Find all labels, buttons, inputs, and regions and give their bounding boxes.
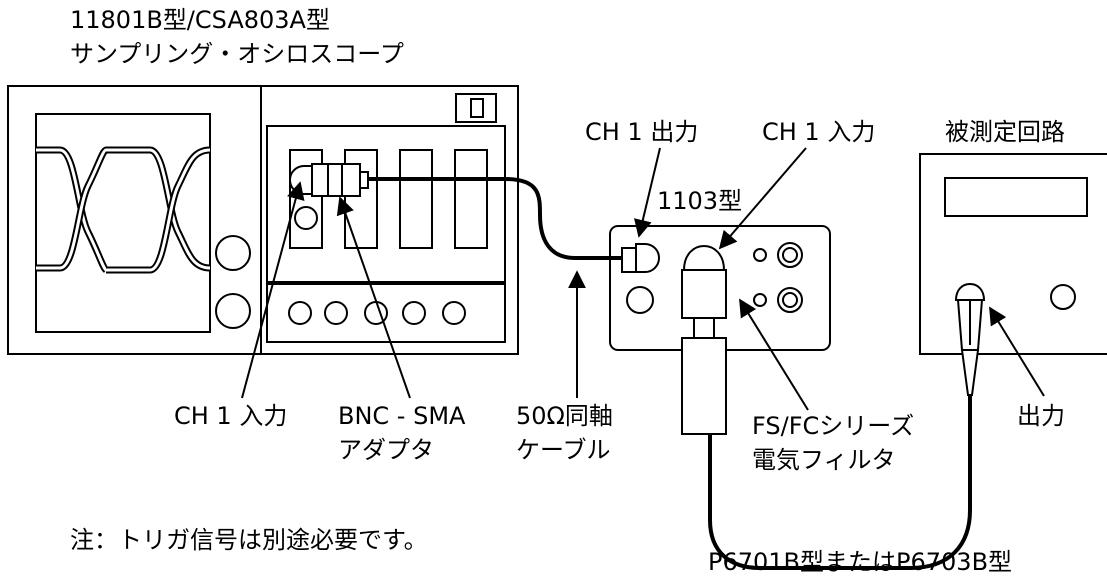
fs-fc-filter	[681, 269, 727, 319]
cable-label-line1: 50Ω同軸	[516, 402, 613, 430]
oscilloscope-type-label: サンプリング・オシロスコープ	[70, 40, 404, 68]
oscilloscope-ch1-input-label: CH 1 入力	[174, 402, 288, 430]
bnc-sma-adapter	[289, 163, 369, 197]
adapter-label-line1: BNC - SMA	[338, 402, 466, 430]
oscilloscope	[7, 85, 519, 355]
knob-upper	[215, 235, 251, 271]
device-under-test	[919, 153, 1107, 396]
module-panel	[266, 125, 506, 283]
trigger-note: 注：トリガ信号は別途必要です。	[70, 526, 428, 554]
probe-model-label: P6701B型またはP6703B型	[708, 548, 1013, 576]
filter-label-line2: 電気フィルタ	[752, 446, 896, 474]
callout-arrows	[241, 147, 1045, 411]
converter-model-label: 1103型	[657, 187, 743, 215]
eye-diagram	[36, 146, 211, 274]
knob-lower	[215, 293, 251, 329]
dut-display	[944, 177, 1088, 217]
converter-1103	[609, 225, 831, 435]
probe-cable	[708, 395, 972, 570]
adapter-label-line2: アダプタ	[338, 436, 434, 464]
probe-body	[681, 337, 727, 435]
converter-ch1-output-label: CH 1 出力	[585, 118, 699, 146]
filter-label-line1: FS/FCシリーズ	[752, 412, 915, 440]
dut-output-label: 出力	[1017, 402, 1065, 430]
cable-label-line2: ケーブル	[516, 436, 611, 464]
oscilloscope-screen	[35, 113, 211, 333]
coax-cable	[368, 177, 622, 260]
oscilloscope-model-label: 11801B型/CSA803A型	[70, 6, 330, 34]
converter-ch1-input-label: CH 1 入力	[762, 118, 876, 146]
connector-panel	[266, 283, 506, 343]
power-button	[455, 93, 497, 123]
dut-title: 被測定回路	[945, 118, 1065, 146]
